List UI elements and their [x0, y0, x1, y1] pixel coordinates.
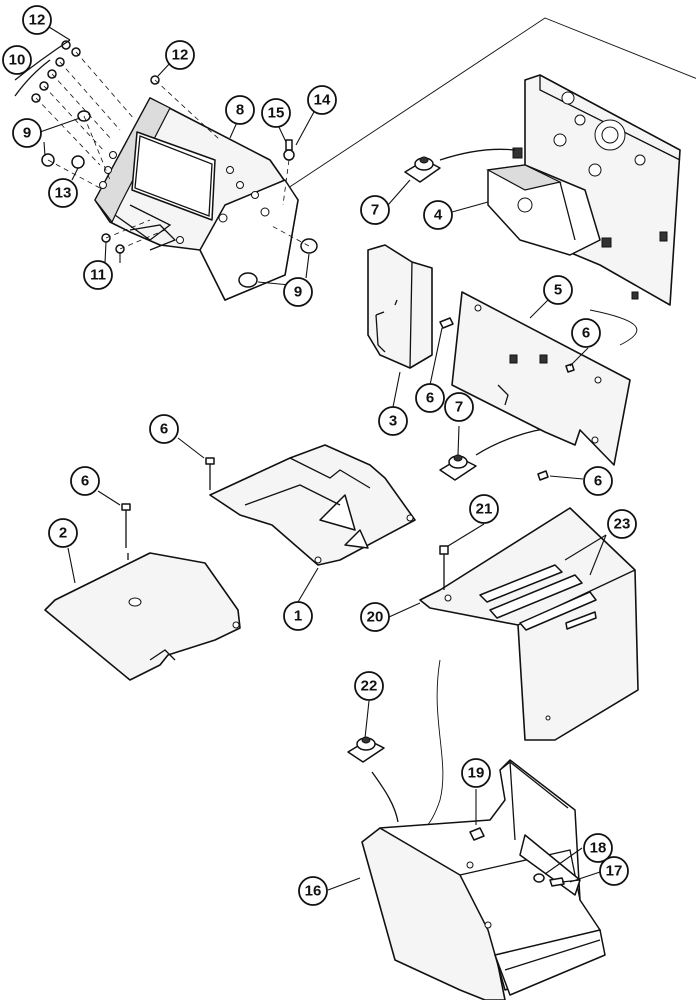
svg-text:7: 7: [371, 202, 379, 219]
svg-text:21: 21: [476, 501, 493, 518]
firewall-panel-part: [486, 74, 681, 306]
callout-c3: 3: [378, 406, 408, 436]
callout-c6a: 6: [571, 318, 601, 348]
callout-c1: 1: [283, 601, 313, 631]
seat-base-hardware: [469, 827, 581, 887]
svg-text:1: 1: [294, 608, 302, 625]
svg-text:10: 10: [9, 52, 26, 69]
seat-base-part: [361, 759, 606, 1000]
isolator-mount-top: [404, 148, 516, 183]
side-shield-part: [367, 244, 433, 369]
callout-c6b: 6: [415, 383, 445, 413]
floor-panel-part: [451, 291, 631, 466]
console-small-parts: [14, 39, 318, 288]
callout-c8: 8: [225, 95, 255, 125]
callout-c21: 21: [469, 494, 499, 524]
svg-text:6: 6: [81, 473, 89, 490]
bolt-part-21: [439, 545, 449, 590]
svg-text:9: 9: [23, 125, 31, 142]
bolts-part-6: [121, 317, 575, 548]
svg-text:6: 6: [160, 421, 168, 438]
callout-c15: 15: [261, 98, 291, 128]
svg-text:18: 18: [590, 840, 607, 857]
callout-c12b: 12: [165, 40, 195, 70]
callout-c4: 4: [423, 200, 453, 230]
svg-text:9: 9: [294, 284, 302, 301]
callout-c11: 11: [83, 260, 113, 290]
callout-c5: 5: [543, 275, 573, 305]
svg-text:7: 7: [455, 399, 463, 416]
callout-c23: 23: [607, 509, 637, 539]
svg-text:19: 19: [468, 765, 485, 782]
isolator-mount-lower: [439, 427, 553, 481]
callout-c22: 22: [354, 671, 384, 701]
svg-text:5: 5: [554, 282, 562, 299]
svg-text:13: 13: [55, 185, 72, 202]
callout-c6e: 6: [70, 466, 100, 496]
callout-c18: 18: [583, 833, 613, 863]
svg-text:17: 17: [606, 863, 623, 880]
svg-text:6: 6: [594, 473, 602, 490]
svg-text:12: 12: [29, 12, 46, 29]
left-floor-plate-part: [44, 552, 241, 681]
callout-c13: 13: [48, 178, 78, 208]
isolator-mount-22: [347, 736, 399, 823]
seat-base-cover-part: [419, 507, 639, 741]
svg-text:6: 6: [582, 325, 590, 342]
callout-c6d: 6: [149, 414, 179, 444]
svg-text:2: 2: [59, 525, 67, 542]
svg-text:14: 14: [314, 92, 331, 109]
svg-text:15: 15: [268, 105, 285, 122]
svg-text:4: 4: [434, 207, 443, 224]
callout-c17: 17: [599, 856, 629, 886]
callout-c7b: 7: [444, 392, 474, 422]
instrument-console-part: [94, 97, 299, 301]
svg-text:22: 22: [361, 678, 378, 695]
svg-text:8: 8: [236, 102, 244, 119]
callout-c12a: 12: [22, 5, 52, 35]
svg-text:16: 16: [305, 883, 322, 900]
svg-text:11: 11: [90, 267, 106, 284]
callout-c14: 14: [307, 85, 337, 115]
svg-text:6: 6: [426, 390, 434, 407]
callout-c9b: 9: [283, 277, 313, 307]
callout-c10: 10: [2, 45, 32, 75]
callout-c19: 19: [461, 758, 491, 788]
svg-text:23: 23: [614, 516, 631, 533]
callout-c2: 2: [48, 518, 78, 548]
callout-c7a: 7: [360, 195, 390, 225]
callout-c20: 20: [360, 602, 390, 632]
svg-text:20: 20: [367, 609, 384, 626]
center-floor-plate-part: [209, 444, 416, 566]
svg-text:3: 3: [389, 413, 397, 430]
callout-c16: 16: [298, 876, 328, 906]
callout-c9a: 9: [12, 118, 42, 148]
svg-text:12: 12: [172, 47, 189, 64]
callout-c6c: 6: [583, 466, 613, 496]
